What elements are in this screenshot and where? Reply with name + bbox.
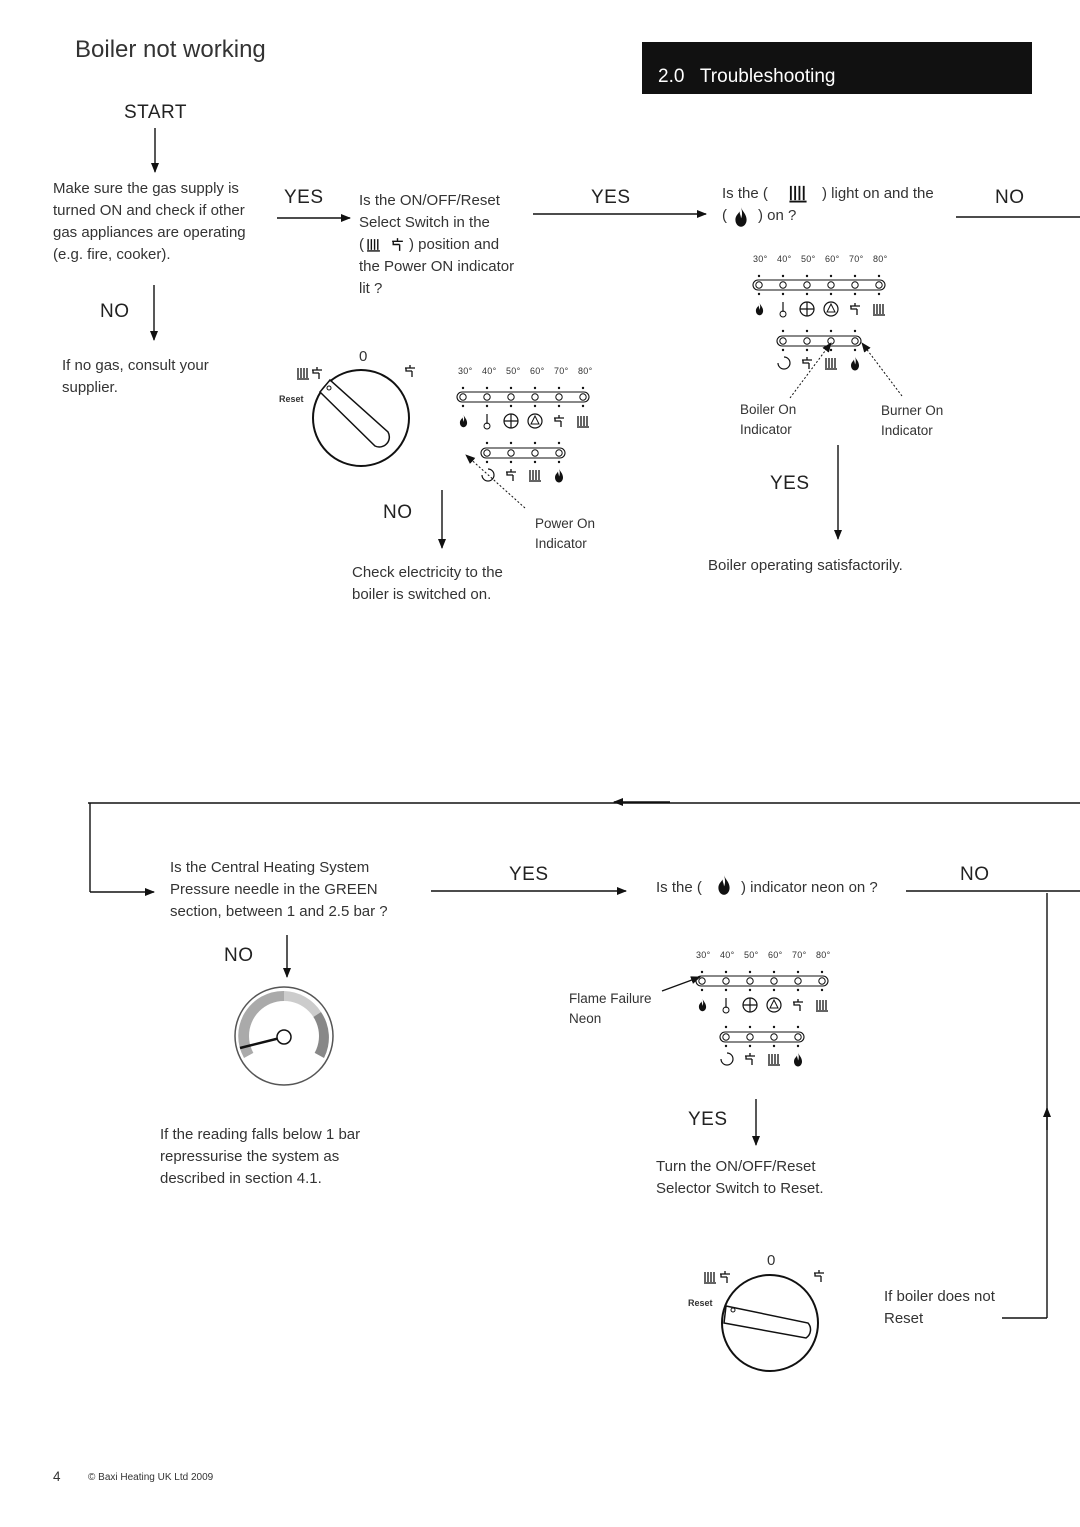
no-label-5: NO <box>960 864 990 885</box>
yes-label-4: YES <box>509 864 549 885</box>
temp-label: 70° <box>849 254 864 264</box>
temp-label: 50° <box>506 366 521 376</box>
if-no-reset-text: If boiler does not Reset <box>884 1288 995 1327</box>
temp-label: 80° <box>873 254 888 264</box>
dial-2-zero-label: 0 <box>767 1252 776 1269</box>
selector-dial-1 <box>296 364 416 467</box>
temp-label: 60° <box>825 254 840 264</box>
light-question-c: ) on ? <box>758 207 797 224</box>
turn-switch-text: Turn the ON/OFF/Reset Selector Switch to… <box>656 1158 824 1197</box>
temp-label: 60° <box>768 950 783 960</box>
control-panel-3 <box>695 970 829 1067</box>
neon-question-a: Is the ( <box>656 879 702 896</box>
no-label-2: NO <box>383 502 413 523</box>
temp-label: 50° <box>744 950 759 960</box>
temp-label: 30° <box>696 950 711 960</box>
no-gas-text: If no gas, consult your supplier. <box>62 357 209 396</box>
control-panel-1 <box>456 386 590 483</box>
temp-label: 70° <box>792 950 807 960</box>
check-electricity-text: Check electricity to the boiler is switc… <box>352 564 503 603</box>
yes-label-3: YES <box>770 473 810 494</box>
selector-dial-2 <box>703 1269 825 1372</box>
light-question-open: ( <box>722 207 727 224</box>
flame-failure-label: Flame Failure Neon <box>569 991 652 1026</box>
control-panel-2 <box>752 274 886 371</box>
page-number: 4 <box>53 1469 61 1484</box>
section-banner: 2.0 Troubleshooting <box>642 42 1032 94</box>
neon-question-b: ) indicator neon on ? <box>741 879 878 896</box>
dial-1-zero-label: 0 <box>359 348 368 365</box>
light-question-b: ) light on and the <box>822 185 934 202</box>
repressurise-text: If the reading falls below 1 bar repress… <box>160 1126 361 1187</box>
burner-on-indicator-label: Burner On Indicator <box>881 403 944 438</box>
no-label-1: NO <box>100 301 130 322</box>
no-label-3: NO <box>995 187 1025 208</box>
temp-label: 50° <box>801 254 816 264</box>
yes-label-1: YES <box>284 187 324 208</box>
temp-label: 40° <box>777 254 792 264</box>
pressure-question: Is the Central Heating System Pressure n… <box>170 859 388 920</box>
gas-supply-text: Make sure the gas supply is turned ON an… <box>53 180 246 263</box>
temp-label: 80° <box>816 950 831 960</box>
switch-question-line3: ) position and <box>409 236 500 253</box>
pressure-gauge <box>234 986 334 1086</box>
start-label: START <box>124 102 188 123</box>
section-banner-text: 2.0 Troubleshooting <box>658 66 836 87</box>
no-label-4: NO <box>224 945 254 966</box>
temp-label: 30° <box>458 366 473 376</box>
switch-question-line4: the Power ON indicator <box>359 258 515 275</box>
temp-label: 40° <box>720 950 735 960</box>
temp-label: 40° <box>482 366 497 376</box>
dial-2-reset-label: Reset <box>688 1298 713 1308</box>
yes-label-2: YES <box>591 187 631 208</box>
switch-question-open: ( <box>359 236 364 253</box>
temp-label: 60° <box>530 366 545 376</box>
temp-label: 80° <box>578 366 593 376</box>
boiler-on-indicator-label: Boiler On Indicator <box>740 402 797 437</box>
light-question-a: Is the ( <box>722 185 768 202</box>
power-on-indicator-label: Power On Indicator <box>535 516 596 551</box>
yes-label-5: YES <box>688 1109 728 1130</box>
page-title: Boiler not working <box>75 36 266 63</box>
temp-label: 30° <box>753 254 768 264</box>
switch-question-line2: Select Switch in the <box>359 214 490 231</box>
dial-1-reset-label: Reset <box>279 394 304 404</box>
temp-label: 70° <box>554 366 569 376</box>
switch-question-line5: lit ? <box>359 280 383 297</box>
copyright: © Baxi Heating UK Ltd 2009 <box>88 1472 214 1483</box>
switch-question-line1: Is the ON/OFF/Reset <box>359 192 500 209</box>
operating-ok-text: Boiler operating satisfactorily. <box>708 557 903 574</box>
